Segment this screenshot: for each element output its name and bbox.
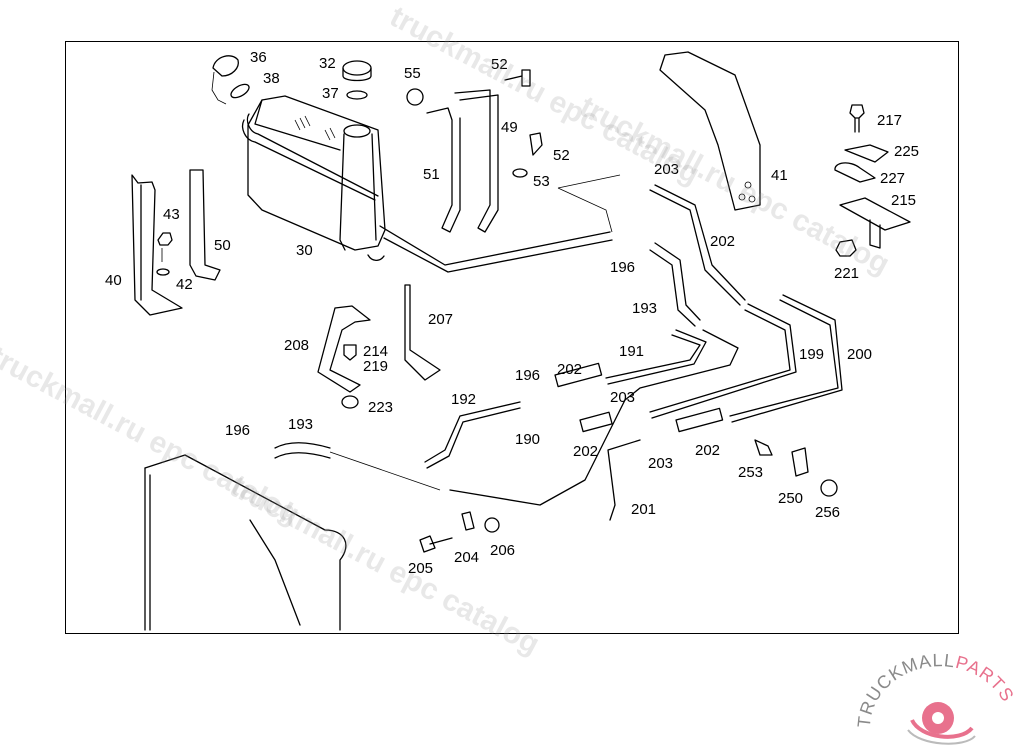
part-label-256[interactable]: 256 bbox=[815, 504, 841, 521]
cap-32 bbox=[342, 60, 372, 100]
part-label-52[interactable]: 52 bbox=[553, 147, 570, 164]
part-label-50[interactable]: 50 bbox=[214, 237, 231, 254]
part-label-204[interactable]: 204 bbox=[454, 549, 480, 566]
part-label-43[interactable]: 43 bbox=[163, 206, 180, 223]
expansion-tank bbox=[241, 95, 386, 262]
diagram-frame bbox=[65, 41, 959, 634]
truckmallparts-logo: TRUCKMALLPARTS bbox=[854, 650, 1017, 745]
part-label-219[interactable]: 219 bbox=[363, 358, 389, 375]
part-label-53[interactable]: 53 bbox=[533, 173, 550, 190]
part-label-38[interactable]: 38 bbox=[263, 70, 280, 87]
part-label-41[interactable]: 41 bbox=[771, 167, 788, 184]
part-label-201[interactable]: 201 bbox=[631, 501, 657, 518]
part-label-223[interactable]: 223 bbox=[368, 399, 394, 416]
part-label-51[interactable]: 51 bbox=[423, 166, 440, 183]
gear-icon bbox=[907, 702, 976, 745]
part-label-191[interactable]: 191 bbox=[619, 343, 645, 360]
part-label-190[interactable]: 190 bbox=[515, 431, 541, 448]
part-label-199[interactable]: 199 bbox=[799, 346, 825, 363]
part-label-55[interactable]: 55 bbox=[404, 65, 421, 82]
part-label-206[interactable]: 206 bbox=[490, 542, 516, 559]
part-label-32[interactable]: 32 bbox=[319, 55, 336, 72]
part-label-49[interactable]: 49 bbox=[501, 119, 518, 136]
part-label-214[interactable]: 214 bbox=[363, 343, 389, 360]
part-label-202[interactable]: 202 bbox=[557, 361, 583, 378]
part-label-207[interactable]: 207 bbox=[428, 311, 454, 328]
part-label-205[interactable]: 205 bbox=[408, 560, 434, 577]
part-label-202[interactable]: 202 bbox=[695, 442, 721, 459]
part-label-250[interactable]: 250 bbox=[778, 490, 804, 507]
part-label-36[interactable]: 36 bbox=[250, 49, 267, 66]
part-label-203[interactable]: 203 bbox=[654, 161, 680, 178]
part-label-227[interactable]: 227 bbox=[880, 170, 906, 187]
part-label-202[interactable]: 202 bbox=[573, 443, 599, 460]
part-label-37[interactable]: 37 bbox=[322, 85, 339, 102]
part-label-215[interactable]: 215 bbox=[891, 192, 917, 209]
part-label-225[interactable]: 225 bbox=[894, 143, 920, 160]
straps bbox=[406, 69, 543, 233]
clamp-group-215 bbox=[834, 104, 911, 257]
part-label-221[interactable]: 221 bbox=[834, 265, 860, 282]
part-label-203[interactable]: 203 bbox=[648, 455, 674, 472]
part-label-217[interactable]: 217 bbox=[877, 112, 903, 129]
radiator bbox=[144, 454, 347, 631]
part-label-30[interactable]: 30 bbox=[296, 242, 313, 259]
filler-cap-36 bbox=[211, 55, 250, 105]
part-label-196[interactable]: 196 bbox=[515, 367, 541, 384]
part-label-42[interactable]: 42 bbox=[176, 276, 193, 293]
part-label-208[interactable]: 208 bbox=[284, 337, 310, 354]
part-label-196[interactable]: 196 bbox=[610, 259, 636, 276]
part-label-40[interactable]: 40 bbox=[105, 272, 122, 289]
part-label-193[interactable]: 193 bbox=[288, 416, 314, 433]
part-label-203[interactable]: 203 bbox=[610, 389, 636, 406]
part-label-253[interactable]: 253 bbox=[738, 464, 764, 481]
part-label-196[interactable]: 196 bbox=[225, 422, 251, 439]
part-label-193[interactable]: 193 bbox=[632, 300, 658, 317]
part-label-200[interactable]: 200 bbox=[847, 346, 873, 363]
bracket-40 bbox=[131, 174, 183, 316]
part-label-52[interactable]: 52 bbox=[491, 56, 508, 73]
part-label-202[interactable]: 202 bbox=[710, 233, 736, 250]
part-label-192[interactable]: 192 bbox=[451, 391, 477, 408]
